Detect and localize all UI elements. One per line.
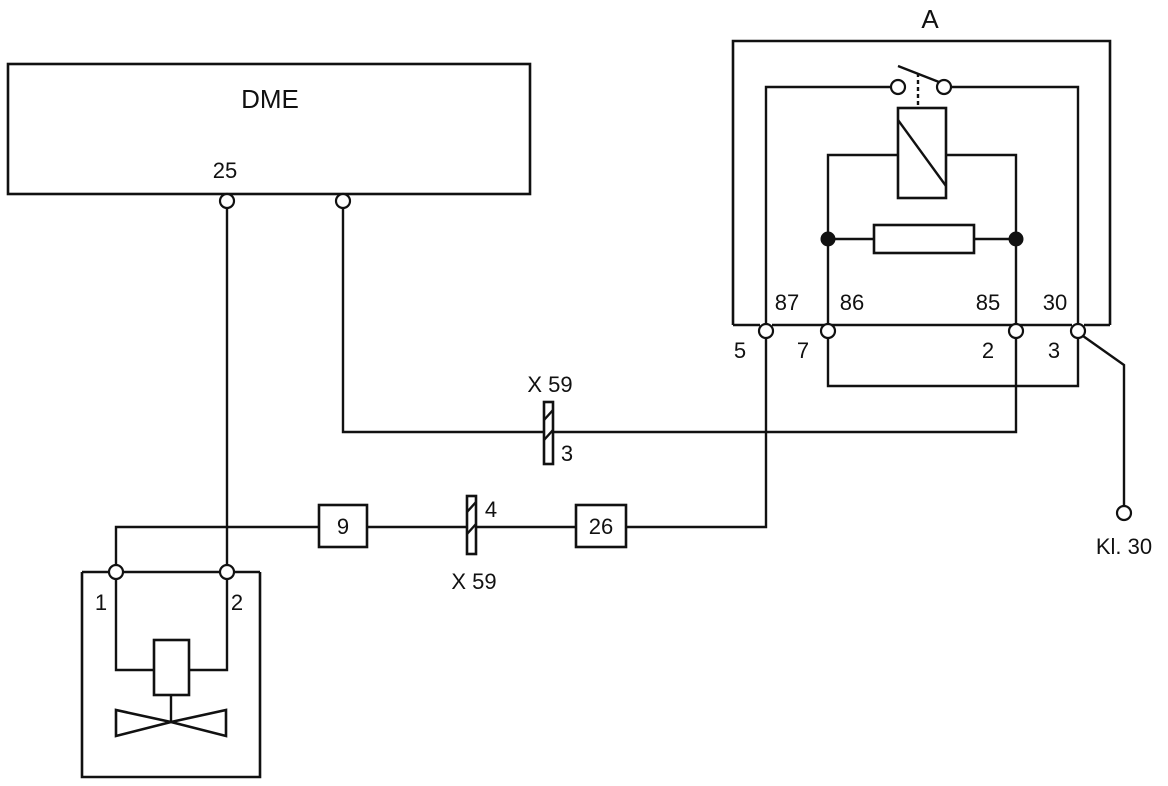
x59-lower-label: X 59 xyxy=(451,569,496,594)
coil-diagonal xyxy=(897,119,947,187)
junction-dot-85 xyxy=(1008,231,1024,247)
switch-contact-right xyxy=(935,78,953,96)
valve-body-right xyxy=(170,708,228,738)
switch-icon xyxy=(764,64,1080,325)
dme-pin-25-terminal xyxy=(218,192,236,210)
relay-conn-3-terminal xyxy=(1069,322,1087,340)
node-9-label: 9 xyxy=(337,514,349,539)
connector-x59-lower: 4 X 59 xyxy=(451,494,497,594)
dme-pin-25-label: 25 xyxy=(213,158,237,183)
x59-upper-hatch-1 xyxy=(543,409,554,421)
relay-label: A xyxy=(921,4,939,34)
valve-pin-1-label: 1 xyxy=(95,590,107,615)
relay-pin-30-label: 30 xyxy=(1043,290,1067,315)
relay-87-wire xyxy=(764,85,891,325)
dme-unit: DME 25 xyxy=(6,62,532,210)
x59-upper-plug xyxy=(542,400,555,466)
solenoid-valve-icon: 1 2 xyxy=(80,563,262,779)
node-26-label: 26 xyxy=(589,514,613,539)
relay-86-wire xyxy=(826,153,898,325)
relay-conn-3-label: 3 xyxy=(1048,338,1060,363)
x59-lower-pin-label: 4 xyxy=(485,497,497,522)
kl30-label: Kl. 30 xyxy=(1096,534,1152,559)
x59-upper-pin-label: 3 xyxy=(561,441,573,466)
resistor-icon xyxy=(872,223,976,255)
bridge-wire-7-3 xyxy=(826,338,1080,388)
valve-pin1-wire xyxy=(114,525,319,565)
relay-pin-85-label: 85 xyxy=(976,290,1000,315)
coil-icon xyxy=(896,106,948,200)
junction-dot-86 xyxy=(820,231,836,247)
valve-coil-lead-1 xyxy=(114,579,154,672)
x59-upper-label: X 59 xyxy=(527,372,572,397)
relay-85-wire xyxy=(946,153,1018,325)
kl30-terminal xyxy=(1115,504,1133,522)
valve-pin-2-label: 2 xyxy=(231,590,243,615)
valve-housing xyxy=(80,572,262,779)
connector-x59-upper: X 59 3 xyxy=(527,372,573,466)
x59-upper-hatch-2 xyxy=(543,429,554,441)
dme-box xyxy=(6,62,532,196)
switch-contact-left xyxy=(889,78,907,96)
relay-conn-7-label: 7 xyxy=(797,338,809,363)
wire-26-to-relay xyxy=(626,338,768,529)
valve-pin-2-terminal xyxy=(218,563,236,581)
relay-conn-2-terminal xyxy=(1007,322,1025,340)
node-26-box xyxy=(574,503,628,549)
relay-pin-87-label: 87 xyxy=(775,290,799,315)
relay-30-wire xyxy=(951,85,1080,325)
valve-body-left xyxy=(114,708,172,738)
relay-a: A 87 86 85 30 xyxy=(731,4,1112,363)
relay-conn-5-label: 5 xyxy=(734,338,746,363)
x59-lower-hatch-2 xyxy=(466,523,477,535)
dme-label: DME xyxy=(241,84,299,114)
valve-coil xyxy=(152,638,191,697)
kl30-wire xyxy=(1082,335,1126,506)
relay-conn-7-terminal xyxy=(819,322,837,340)
relay-conn-2-label: 2 xyxy=(982,338,994,363)
x59-lower-hatch-1 xyxy=(466,501,477,513)
dme-pin-2-terminal xyxy=(334,192,352,210)
dme-to-relay-wire xyxy=(341,208,1018,434)
relay-pin-86-label: 86 xyxy=(840,290,864,315)
valve-coil-lead-2 xyxy=(189,579,229,672)
relay-housing xyxy=(731,39,1112,325)
valve-pin-1-terminal xyxy=(107,563,125,581)
relay-conn-5-terminal xyxy=(757,322,775,340)
